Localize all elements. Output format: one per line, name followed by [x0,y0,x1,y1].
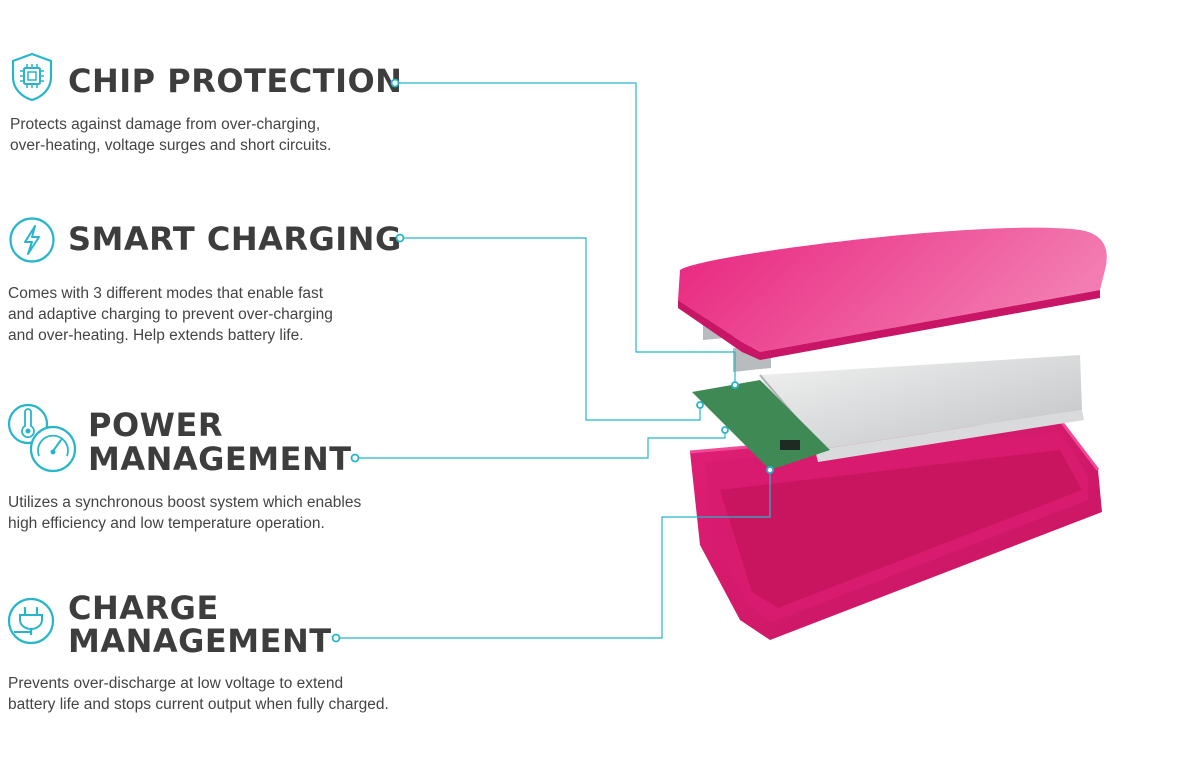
top-shell [678,227,1107,360]
connector-lines [336,82,771,639]
plug-icon [6,596,56,651]
thermometer-gauge-icon [6,402,86,479]
power-management-description: Utilizes a synchronous boost system whic… [8,494,362,532]
shield-chip-icon [10,52,54,107]
bottom-shell [689,418,1102,640]
charge-management-description: Prevents over-discharge at low voltage t… [8,675,389,713]
connector-dots [331,78,774,643]
charge-management-title-line1: CHARGE [68,589,219,627]
charge-management-title-line2: MANAGEMENT [68,622,332,660]
power-management-title-line2: MANAGEMENT [88,440,352,478]
power-management-title-line1: POWER [88,406,223,444]
smart-charging-title: SMART CHARGING [68,220,402,258]
smart-charging-description: Comes with 3 different modes that enable… [8,285,333,344]
lightning-icon [8,216,56,269]
chip-protection-title: CHIP PROTECTION [68,62,403,100]
chip-protection-description: Protects against damage from over-chargi… [10,116,332,154]
